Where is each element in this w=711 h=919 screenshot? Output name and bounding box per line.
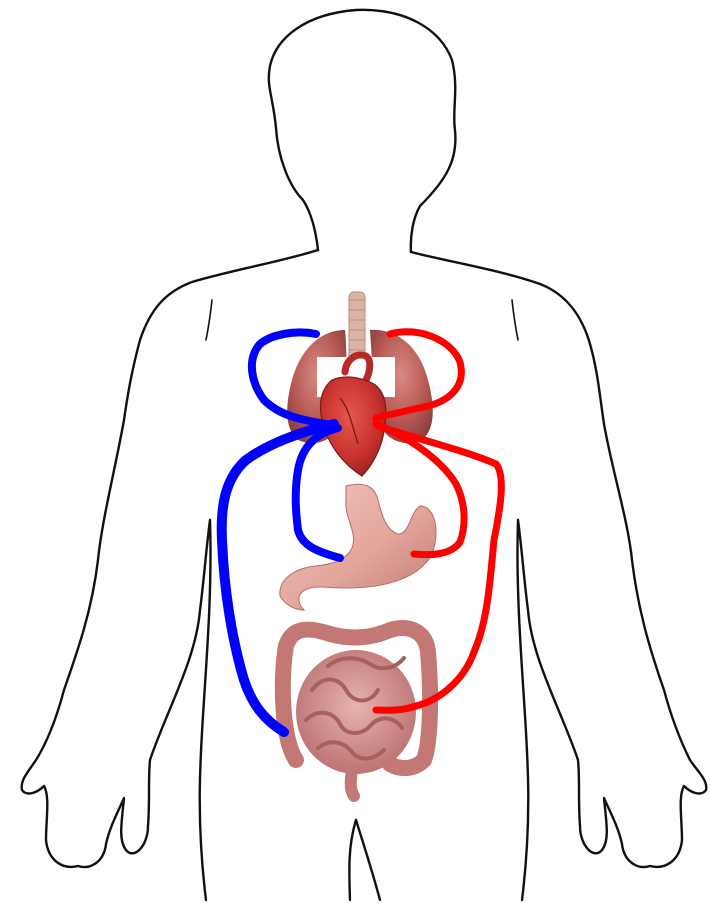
intestines-icon [283, 628, 430, 796]
chest-line-right [512, 300, 518, 340]
rectum [351, 770, 354, 796]
stomach-icon [280, 484, 436, 610]
head-neck-left [269, 10, 456, 252]
leg-inner-right [356, 820, 380, 900]
chest-line-left [206, 300, 212, 340]
stomach-body [280, 484, 436, 610]
leg-inner-left [349, 820, 356, 900]
torso-arm-left [22, 250, 318, 900]
